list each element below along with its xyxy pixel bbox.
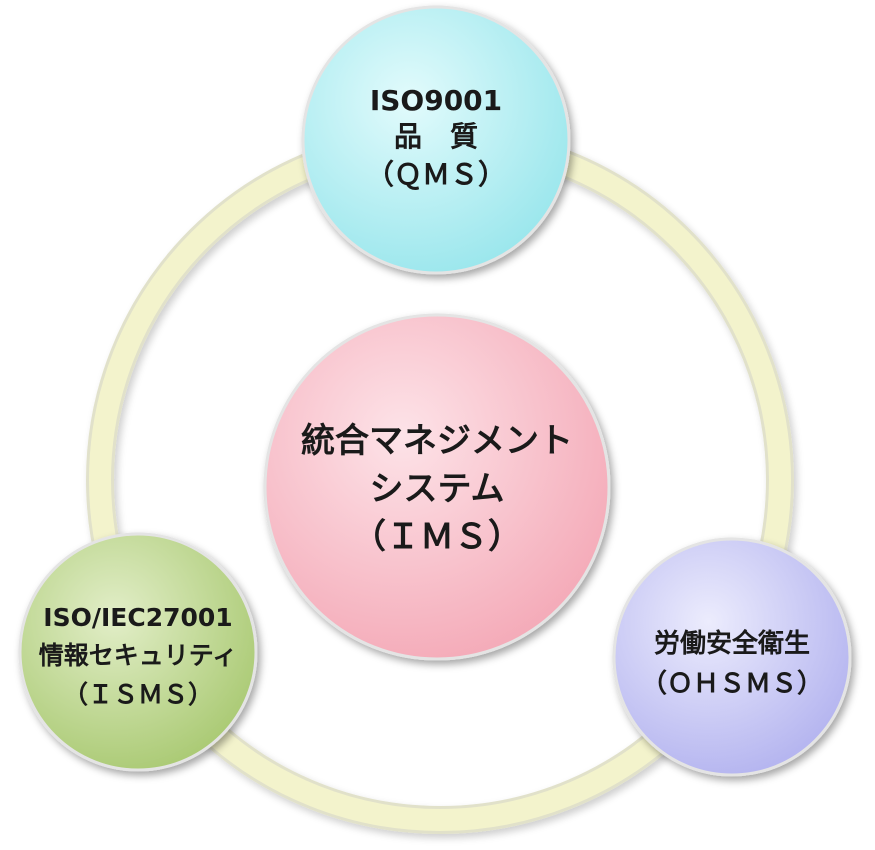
isms-circle: ISO/IEC27001 情報セキュリティ （ＩＳＭＳ） bbox=[18, 532, 258, 772]
ims-circle-shape bbox=[263, 313, 611, 661]
isms-line-3: （ＩＳＭＳ） bbox=[63, 680, 213, 709]
ohsms-line-1: 労働安全衛生 bbox=[654, 628, 810, 659]
isms-line-1: ISO/IEC27001 bbox=[43, 603, 232, 632]
ims-line-3: （ＩＭＳ） bbox=[352, 517, 522, 557]
ims-line-2: システム bbox=[370, 469, 505, 509]
qms-line-2: 品 質 bbox=[394, 120, 478, 153]
qms-circle-shape bbox=[301, 5, 571, 275]
ohsms-line-2: （ＯＨＳＭＳ） bbox=[641, 669, 823, 699]
isms-circle-shape bbox=[18, 532, 258, 772]
qms-line-3: （ＱＭＳ） bbox=[366, 158, 506, 191]
isms-line-2: 情報セキュリティ bbox=[39, 641, 238, 670]
qms-circle: ISO9001 品 質 （ＱＭＳ） bbox=[301, 5, 571, 275]
ims-circle: 統合マネジメント システム （ＩＭＳ） bbox=[263, 313, 611, 661]
ohsms-circle-shape bbox=[612, 537, 852, 777]
qms-line-1: ISO9001 bbox=[370, 84, 502, 117]
ohsms-circle: 労働安全衛生 （ＯＨＳＭＳ） bbox=[612, 537, 852, 777]
ims-line-1: 統合マネジメント bbox=[301, 421, 573, 461]
